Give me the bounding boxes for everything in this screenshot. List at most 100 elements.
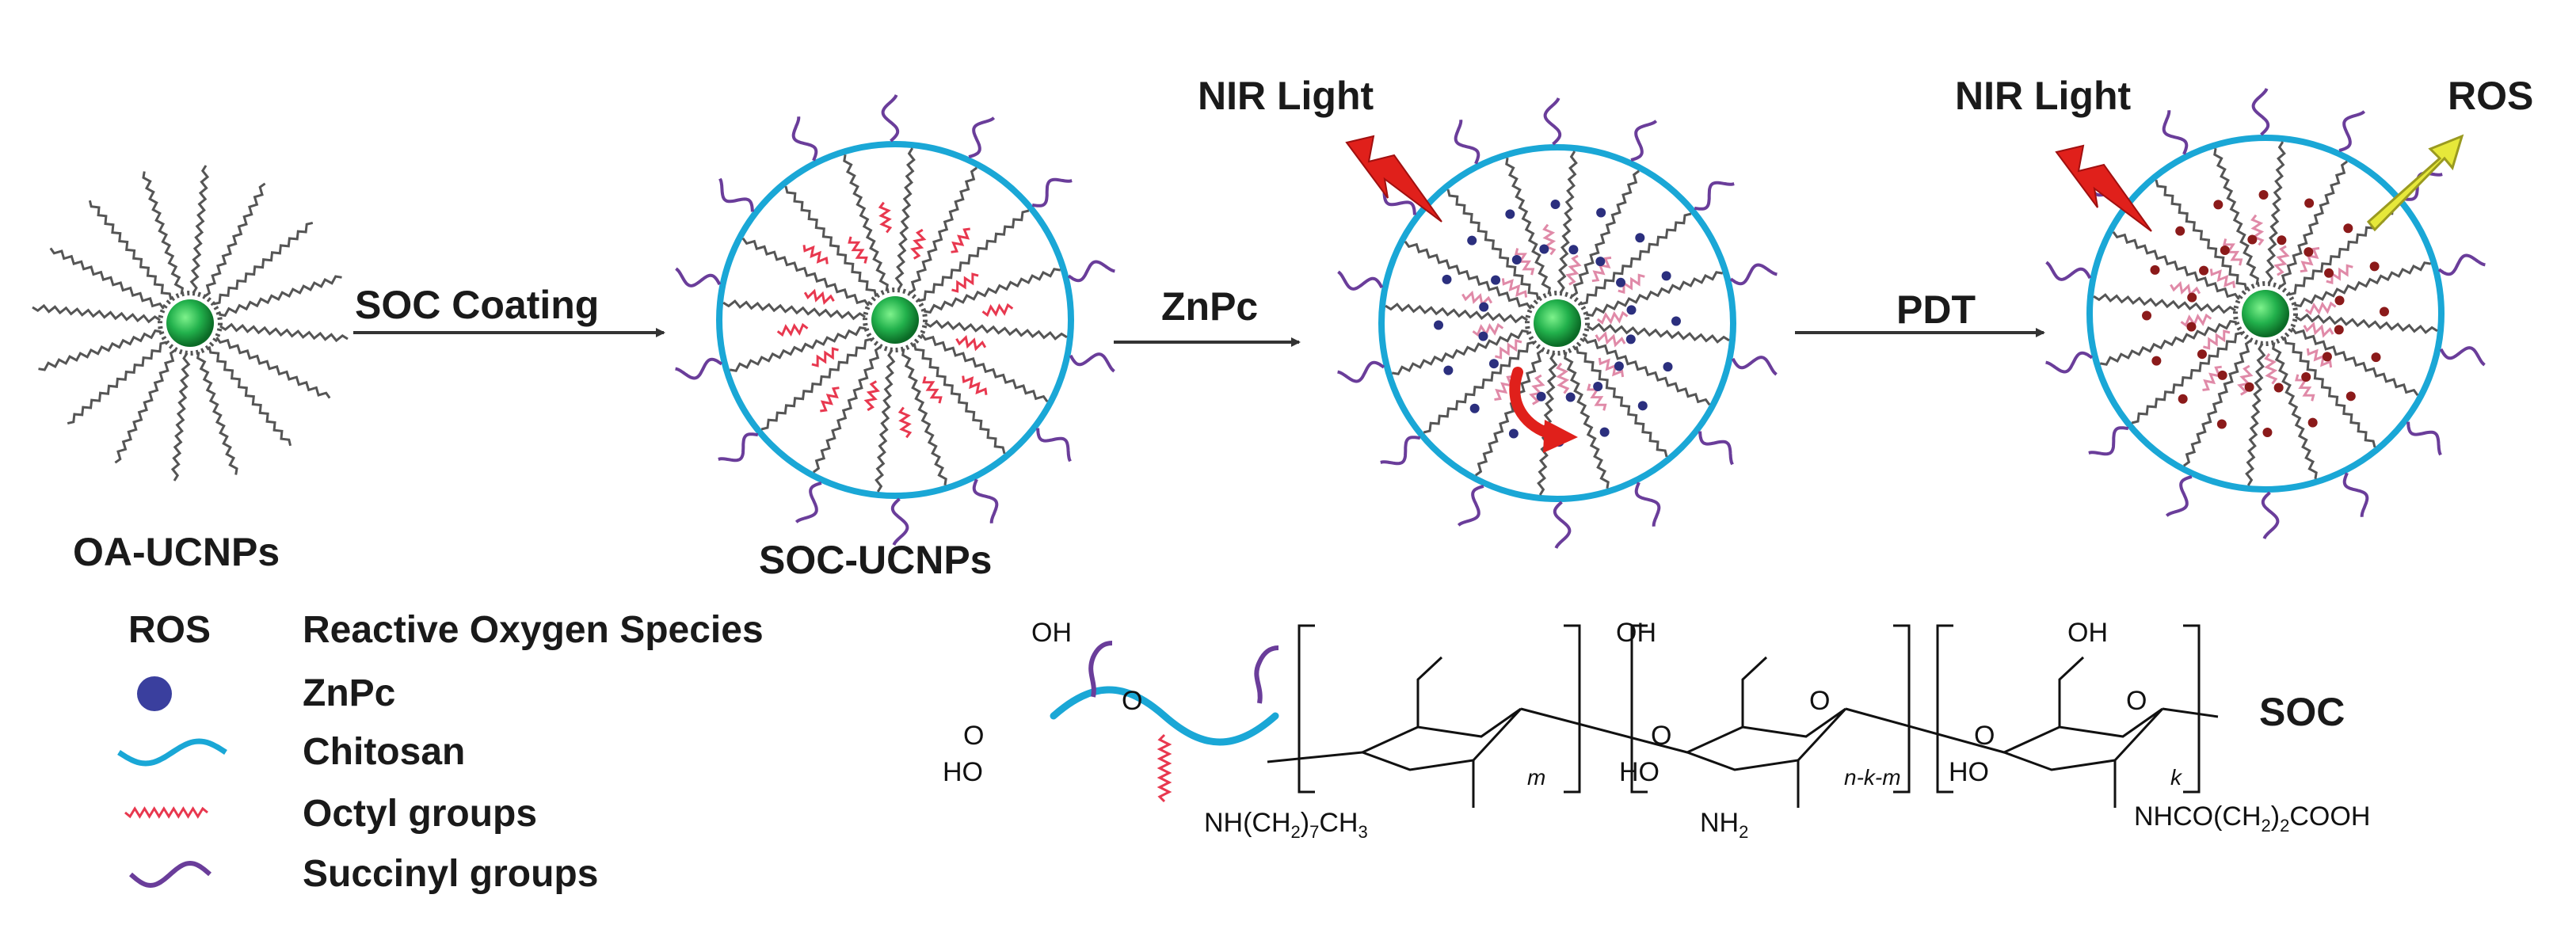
ros-molecule (2199, 265, 2209, 276)
znpc-molecule (1616, 277, 1626, 287)
succinyl-group (791, 116, 818, 162)
oleic-acid-chain (1475, 348, 1544, 477)
succinyl-group (1036, 428, 1072, 462)
octyl-group (2209, 268, 2236, 288)
ros-molecule (2379, 306, 2389, 317)
octyl-group (803, 288, 835, 306)
ros-label: ROS (2448, 74, 2534, 118)
succinyl-group (2437, 253, 2486, 276)
succinyl-group (1553, 501, 1572, 549)
octyl-group (2304, 301, 2337, 315)
ros-molecule (2217, 370, 2227, 380)
ring-o-label-6: O (2126, 686, 2147, 716)
oa-ucnp-particle (32, 165, 349, 482)
soc-ucnp-particle (675, 94, 1115, 546)
soc-succinyl-branch (1088, 641, 1113, 698)
nanoparticle-core (1534, 299, 1581, 347)
oleic-acid-chain (760, 337, 872, 431)
oleic-acid-chain (2294, 261, 2431, 307)
octyl-group (2250, 214, 2265, 246)
ros-molecule (2244, 382, 2254, 392)
oleic-acid-chain (2112, 231, 2240, 300)
hydroxymethyl-bond (1416, 656, 1443, 727)
octyl-group (2202, 365, 2222, 391)
succinyl-group (1694, 181, 1735, 211)
succinyl-group (1337, 270, 1384, 291)
znpc-molecule (1614, 361, 1624, 371)
octyl-group (2306, 348, 2333, 368)
succinyl-group (1731, 356, 1778, 376)
octyl-group (2222, 238, 2243, 266)
octyl-group (1587, 383, 1607, 411)
znpc-molecule (1671, 316, 1681, 326)
octyl-group (1501, 278, 1528, 298)
znpc-molecule (1442, 274, 1452, 284)
repeat-bracket-left (1630, 624, 1648, 794)
oleic-acid-chain (924, 268, 1061, 314)
octyl-group (981, 303, 1014, 318)
ros-molecule (2178, 394, 2188, 404)
succinyl-group (2342, 472, 2369, 517)
legend-item-label: Octyl groups (303, 793, 538, 835)
succinyl-group (1457, 485, 1484, 527)
nir-lightning-bolt-2 (2055, 144, 2152, 232)
glycosidic-backbone (1267, 707, 2219, 763)
octyl-group (951, 272, 979, 293)
ros-molecule (2150, 265, 2160, 275)
octyl-group (962, 375, 988, 395)
hydroxymethyl-bond (1741, 656, 1768, 727)
oleic-acid-chain (38, 329, 162, 371)
ros-molecule (2197, 349, 2207, 360)
core-ligand-ring (158, 291, 223, 356)
znpc-molecule (1539, 244, 1549, 254)
succinyl-group (972, 478, 999, 523)
oleic-acid-chain (1575, 346, 1668, 458)
repeat-bracket-right (1564, 624, 1581, 794)
znpc-molecule (1505, 209, 1515, 219)
ring-o-label-5: O (1974, 721, 1995, 751)
oa-ucnps-label: OA-UCNPs (73, 530, 280, 574)
octyl-group (2300, 246, 2320, 273)
succinyl-group (1337, 360, 1385, 383)
chitosan-legend-icon (117, 738, 227, 767)
octyl-group (2203, 329, 2231, 350)
znpc-molecule (1508, 428, 1519, 439)
ros-molecule (2324, 268, 2334, 278)
oleic-acid-chain (213, 221, 314, 306)
oleic-acid-chain (913, 343, 1006, 455)
octyl-group (909, 228, 927, 260)
succinyl-group (1729, 263, 1778, 286)
succinyl-group (1543, 97, 1562, 146)
znpc-molecule (1568, 245, 1579, 255)
octyl-group (776, 322, 809, 337)
oleic-acid-chain (1557, 150, 1578, 294)
soc-structure-label: SOC (2259, 690, 2345, 734)
glucosamine-ring-3 (2001, 707, 2164, 771)
octyl-group (1556, 362, 1570, 394)
succinyl-group (2045, 261, 2092, 281)
oleic-acid-chain (204, 182, 266, 298)
znpc-legend-icon (137, 676, 172, 711)
oh-label-2: OH (1616, 618, 1656, 648)
oleic-acid-chain (67, 341, 167, 425)
oleic-acid-chain (215, 337, 331, 399)
znpc-molecule (1661, 271, 1671, 281)
oleic-acid-chain (219, 322, 349, 343)
oleic-acid-chain (2283, 337, 2376, 448)
substituent-octyl-amine: NH(CH2)7CH3 (1204, 808, 1368, 842)
succinyl-group (2261, 491, 2280, 539)
ros-molecule (2371, 352, 2381, 363)
oleic-acid-chain (1586, 271, 1723, 317)
octyl-group (1529, 374, 1545, 405)
znpc-loaded-particle (1337, 97, 1778, 549)
oleic-acid-chain (741, 238, 870, 306)
ring-o-label-1: O (963, 721, 985, 751)
oleic-acid-chain (208, 346, 292, 447)
ros-molecule (2322, 352, 2332, 362)
oleic-acid-chain (1423, 341, 1534, 434)
succinyl-group (968, 116, 996, 158)
hydroxymethyl-bond (2058, 656, 2085, 727)
oleic-acid-chain (875, 349, 896, 493)
ros-molecule (2175, 226, 2185, 236)
